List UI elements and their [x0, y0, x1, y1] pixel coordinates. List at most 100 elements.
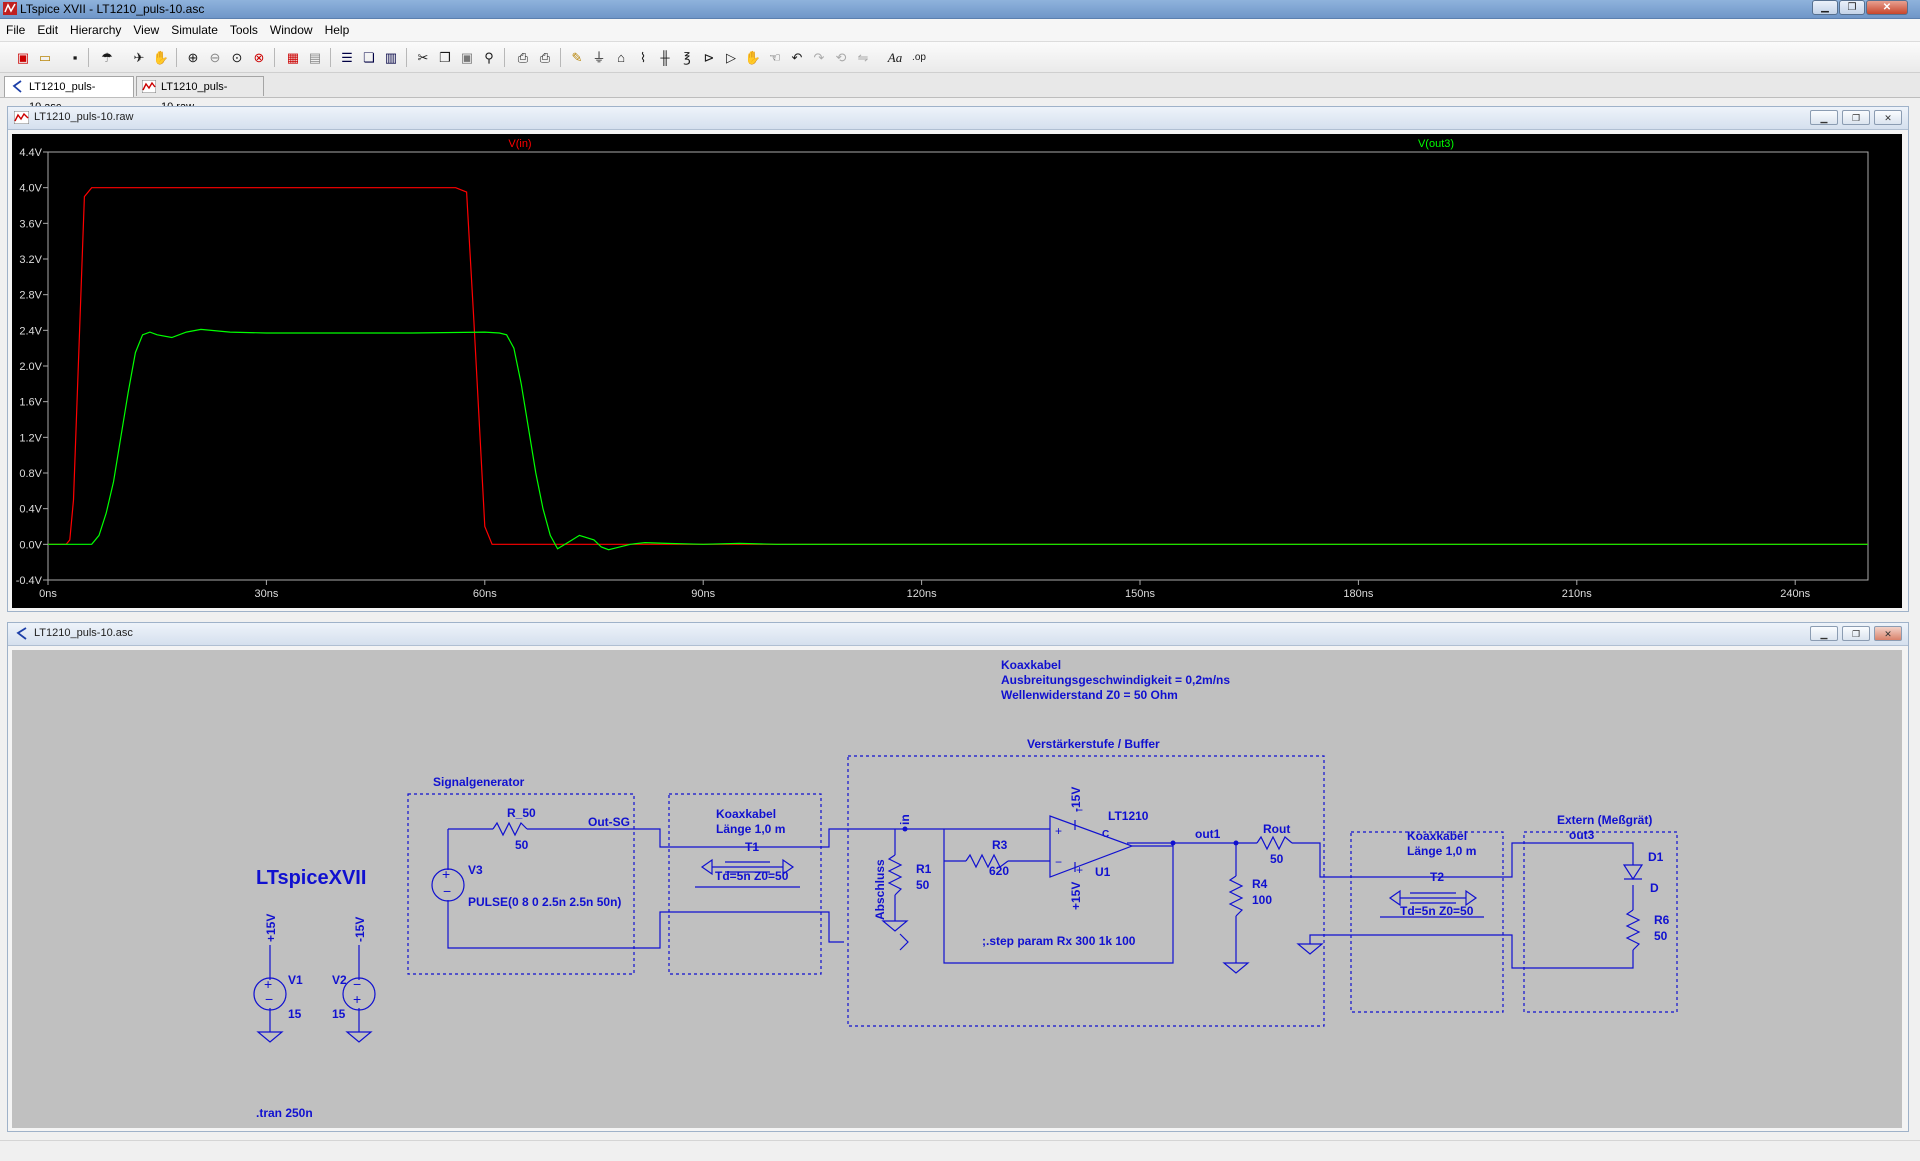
- zoom-out-icon[interactable]: ⊖: [209, 50, 221, 65]
- zoom-fit-icon[interactable]: ⊙: [231, 50, 243, 65]
- voltage-source-v3[interactable]: [431, 868, 465, 902]
- maximize-button[interactable]: ❐: [1839, 0, 1865, 15]
- series-line-vout3[interactable]: [48, 328, 1868, 551]
- toolbar-separator: [504, 48, 505, 67]
- tab-schematic[interactable]: LT1210_puls-10.asc: [4, 76, 134, 113]
- component-icon[interactable]: ▷: [726, 50, 736, 65]
- redo-icon[interactable]: ↷: [813, 50, 825, 65]
- menu-window[interactable]: Window: [269, 23, 313, 37]
- halt-icon[interactable]: ✋: [152, 50, 170, 65]
- menu-bar: File Edit Hierarchy View Simulate Tools …: [0, 19, 1920, 42]
- menu-tools[interactable]: Tools: [229, 23, 258, 37]
- step-directive[interactable]: ;.step param Rx 300 1k 100: [982, 934, 1136, 948]
- new-schematic-icon[interactable]: ▣: [16, 50, 30, 65]
- cascade-icon[interactable]: ❏: [363, 50, 375, 65]
- print-icon[interactable]: ⎙: [539, 50, 551, 65]
- y-tick-label: -0.4V: [16, 575, 43, 587]
- schematic-window[interactable]: LT1210_puls-10.asc ▁ ❐ ✕: [7, 622, 1909, 1132]
- wire: [695, 846, 800, 888]
- toolbar-separator: [88, 48, 89, 67]
- tline-t2[interactable]: [1388, 889, 1478, 907]
- grid-icon[interactable]: ▤: [308, 50, 322, 65]
- schematic-drawing[interactable]: + − + − − + Koaxkabel Ausbreitungsgeschw…: [12, 650, 1902, 1128]
- resistor-r4[interactable]: [1228, 875, 1244, 917]
- u1-c-pin: C: [1102, 829, 1109, 840]
- print-setup-icon[interactable]: ⎙: [517, 50, 529, 65]
- tline-t1[interactable]: [700, 858, 795, 876]
- menu-view[interactable]: View: [133, 23, 160, 37]
- capacitor-icon[interactable]: ╫: [660, 50, 670, 65]
- koax2-len: Länge 1,0 m: [1407, 844, 1476, 858]
- resistor-r6[interactable]: [1625, 909, 1641, 951]
- paste-icon[interactable]: ▣: [460, 50, 474, 65]
- undo-icon[interactable]: ↶: [791, 50, 803, 65]
- resistor-r50[interactable]: [492, 821, 528, 837]
- save-icon[interactable]: ▪: [72, 50, 78, 65]
- menu-edit[interactable]: Edit: [37, 23, 59, 37]
- ground-symbol: [1296, 943, 1324, 955]
- waveform-chart[interactable]: 4.4V4.0V3.6V3.2V2.8V2.4V2.0V1.6V1.2V0.8V…: [12, 134, 1902, 608]
- ground-icon[interactable]: ⏚: [592, 50, 606, 65]
- move-icon[interactable]: ✋: [744, 50, 762, 65]
- mirror-icon[interactable]: ⇋: [857, 50, 869, 65]
- waveform-minimize-button[interactable]: ▁: [1810, 110, 1838, 125]
- legend-entry[interactable]: V(in): [508, 138, 531, 150]
- window-title: LTspice XVII - LT1210_puls-10.asc: [20, 2, 205, 16]
- copy-icon[interactable]: ❐: [439, 50, 451, 65]
- u1-neg15-label: -15V: [1069, 787, 1083, 812]
- label-icon[interactable]: ⌂: [617, 50, 625, 65]
- schematic-minimize-button[interactable]: ▁: [1810, 626, 1838, 641]
- wire-icon[interactable]: ✎: [571, 50, 583, 65]
- diode-icon[interactable]: ⊳: [703, 50, 715, 65]
- r50-value: 50: [515, 838, 529, 852]
- u1-minus-input: −: [1055, 855, 1062, 869]
- drag-icon[interactable]: ☜: [769, 50, 781, 65]
- r1-value: 50: [916, 878, 930, 892]
- tab-waveform[interactable]: LT1210_puls-10.raw: [136, 76, 264, 113]
- v3-name: V3: [468, 863, 483, 877]
- cut-icon[interactable]: ✂: [417, 50, 429, 65]
- resistor-rout[interactable]: [1256, 835, 1293, 851]
- waveform-close-button[interactable]: ✕: [1874, 110, 1902, 125]
- tile-horizontal-icon[interactable]: ☰: [341, 50, 353, 65]
- resistor-r3[interactable]: [965, 853, 1009, 869]
- run-icon[interactable]: ✈: [133, 50, 145, 65]
- minimize-button[interactable]: ▁: [1812, 0, 1838, 15]
- voltage-source-v1[interactable]: [253, 977, 287, 1011]
- voltage-source-v2[interactable]: [342, 977, 376, 1011]
- legend-entry[interactable]: V(out3): [1418, 138, 1454, 150]
- schematic-canvas[interactable]: + − + − − + Koaxkabel Ausbreitungsgeschw…: [12, 650, 1902, 1128]
- menu-file[interactable]: File: [6, 23, 26, 37]
- y-tick-label: 2.0V: [19, 361, 42, 373]
- zoom-cancel-icon[interactable]: ⊗: [253, 50, 265, 65]
- autorange-icon[interactable]: ▦: [286, 50, 300, 65]
- resistor-icon[interactable]: ⌇: [639, 50, 647, 65]
- spice-directive-icon[interactable]: .op: [912, 52, 926, 63]
- schematic-window-caption[interactable]: LT1210_puls-10.asc ▁ ❐ ✕: [8, 623, 1908, 646]
- diode-d1[interactable]: [1622, 864, 1644, 881]
- find-icon[interactable]: ⚲: [484, 50, 494, 65]
- control-panel-icon[interactable]: ☂: [101, 50, 113, 65]
- tran-directive[interactable]: .tran 250n: [256, 1106, 313, 1120]
- waveform-maximize-button[interactable]: ❐: [1842, 110, 1870, 125]
- series-line-vin[interactable]: [48, 187, 1868, 545]
- rotate-icon[interactable]: ⟲: [835, 50, 847, 65]
- inductor-icon[interactable]: ℥: [683, 50, 691, 65]
- close-button[interactable]: ✕: [1866, 0, 1908, 15]
- menu-help[interactable]: Help: [324, 23, 350, 37]
- zoom-in-icon[interactable]: ⊕: [187, 50, 199, 65]
- menu-hierarchy[interactable]: Hierarchy: [70, 23, 122, 37]
- toolbar: ▣ ▭ ▪ ☂ ✈ ✋ ⊕ ⊖ ⊙ ⊗ ▦ ▤ ☰ ❏ ▥ ✂ ❐ ▣ ⚲ ⎙ …: [0, 42, 1920, 73]
- text-icon[interactable]: Aa: [887, 50, 903, 65]
- tile-vertical-icon[interactable]: ▥: [384, 50, 398, 65]
- schematic-maximize-button[interactable]: ❐: [1842, 626, 1870, 641]
- schematic-close-button[interactable]: ✕: [1874, 626, 1902, 641]
- toolbar-separator: [406, 48, 407, 67]
- menu-simulate[interactable]: Simulate: [171, 23, 218, 37]
- open-icon[interactable]: ▭: [38, 50, 52, 65]
- opamp-u1[interactable]: [1049, 815, 1134, 878]
- resistor-r1[interactable]: [887, 854, 903, 896]
- waveform-window-caption[interactable]: LT1210_puls-10.raw ▁ ❐ ✕: [8, 107, 1908, 130]
